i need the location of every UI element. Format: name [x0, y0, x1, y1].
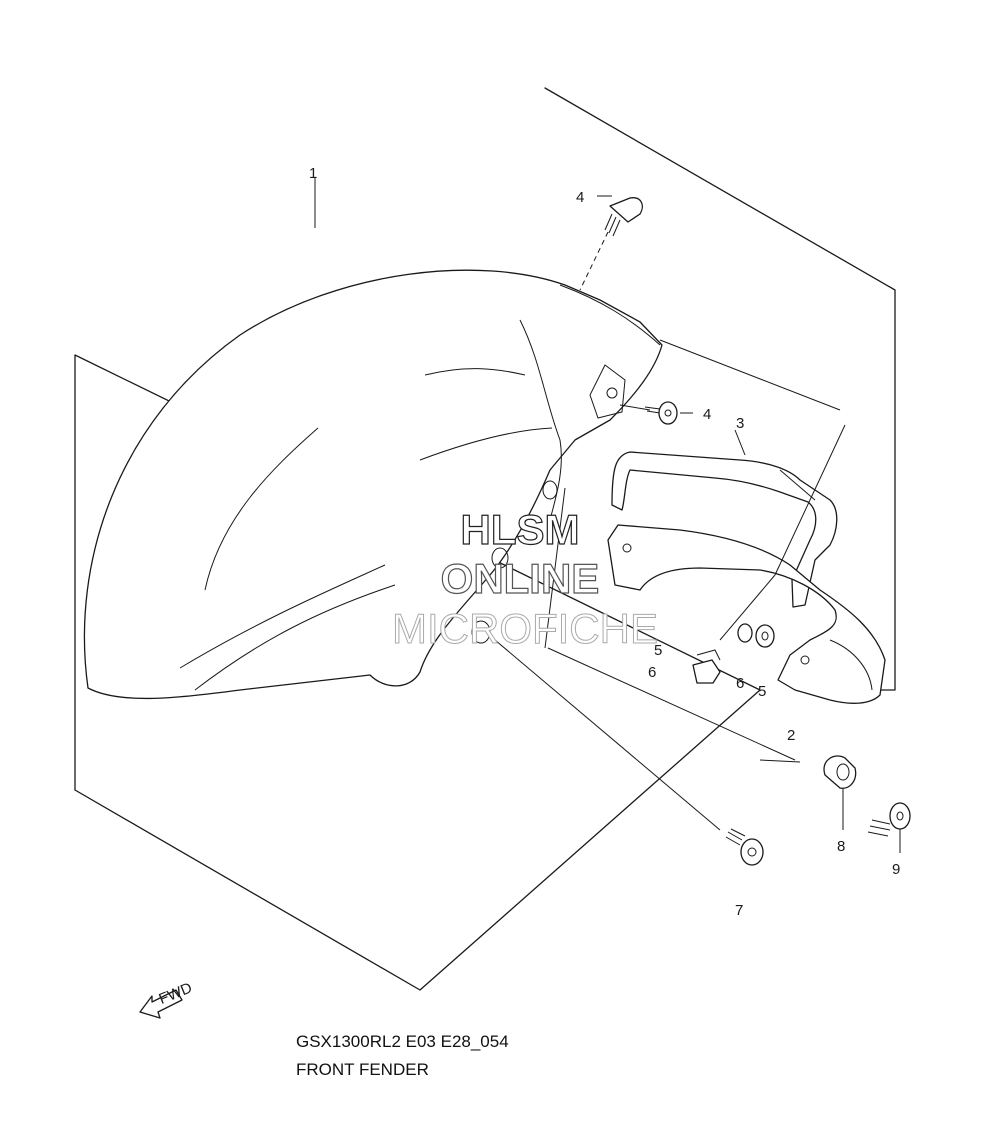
bolt-9 [867, 802, 911, 837]
callout-8: 8 [837, 838, 845, 855]
watermark-line-1: HLSM [460, 505, 580, 553]
nut-6-left [692, 649, 721, 684]
screw-7 [725, 828, 764, 866]
fwd-arrow-icon: FWD [139, 979, 195, 1019]
bolt-4-side [644, 401, 678, 425]
watermark-line-3: MICROFICHE [392, 605, 659, 653]
callout-4-top: 4 [576, 189, 584, 206]
callout-3: 3 [736, 415, 744, 432]
washer-5-right [737, 623, 775, 648]
watermark-line-2: ONLINE [440, 554, 600, 602]
callout-6-right: 6 [736, 675, 744, 692]
callout-6-left: 6 [648, 664, 656, 681]
fender-rear-2 [607, 524, 886, 704]
callout-5-left: 5 [654, 642, 662, 659]
front-fender [83, 269, 663, 700]
bolt-4-top [604, 197, 643, 237]
diagram-code: GSX1300RL2 E03 E28_054 [296, 1032, 509, 1051]
callout-7: 7 [735, 902, 743, 919]
fender-brace-3 [611, 451, 838, 608]
diagram-title: FRONT FENDER [296, 1060, 429, 1079]
callout-5-right: 5 [758, 683, 766, 700]
callout-4-side: 4 [703, 406, 711, 423]
callout-2: 2 [787, 727, 795, 744]
callout-1: 1 [309, 165, 317, 182]
grommet-8 [823, 755, 857, 789]
callout-9: 9 [892, 861, 900, 878]
